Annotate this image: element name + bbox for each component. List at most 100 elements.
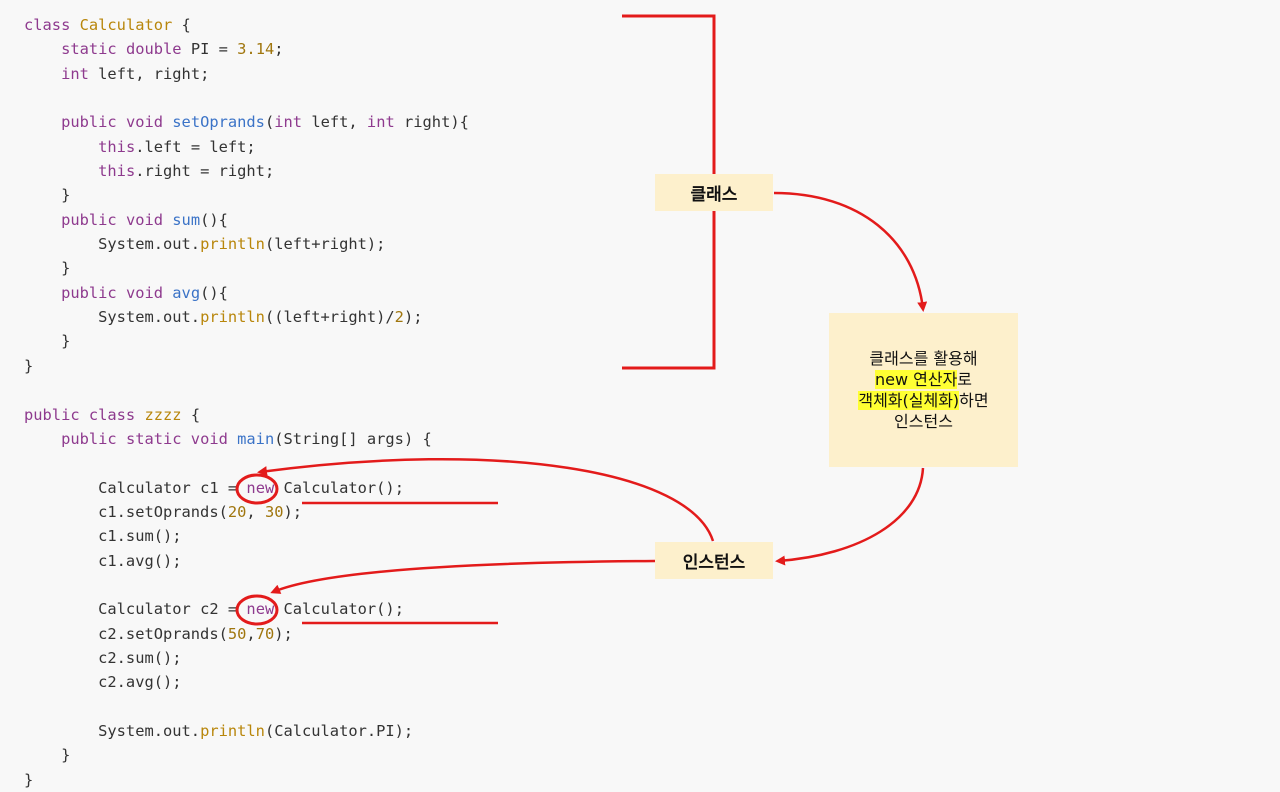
code-token: c2.sum(); xyxy=(24,648,182,667)
code-token: zzzz xyxy=(144,405,182,424)
code-token: c1 xyxy=(200,478,219,497)
code-token: = xyxy=(218,600,247,619)
code-line: class Calculator { xyxy=(24,13,469,37)
note-line-1: 클래스를 활용해 xyxy=(869,349,978,368)
code-line: public class zzzz { xyxy=(24,403,469,427)
code-token: this xyxy=(98,162,136,181)
code-token: ; xyxy=(274,40,284,59)
code-token: new xyxy=(246,478,275,497)
code-line: c1.avg(); xyxy=(24,549,469,573)
code-token: left, right; xyxy=(88,64,210,83)
code-token: ); xyxy=(283,502,303,521)
code-token: Calculator xyxy=(79,16,173,34)
code-token: } xyxy=(24,259,71,278)
code-token: 2 xyxy=(394,308,404,327)
code-token: public void xyxy=(61,113,173,132)
code-token: .left = left; xyxy=(135,137,256,156)
note-to-instance-arrow xyxy=(775,467,925,566)
instance-to-c2-arrow xyxy=(270,559,656,594)
code-line: } xyxy=(24,354,469,378)
code-token: System.out. xyxy=(24,721,201,740)
code-token: PI = xyxy=(181,40,238,59)
code-token: , xyxy=(246,624,256,643)
instance-to-c1-arrow xyxy=(257,457,715,542)
code-line: } xyxy=(24,256,469,280)
code-line: System.out.println(Calculator.PI); xyxy=(24,719,469,743)
code-token: ); xyxy=(274,624,293,643)
code-token: System.out. xyxy=(24,308,201,327)
code-token: ((left+right)/ xyxy=(264,308,395,327)
code-token: main xyxy=(237,429,275,448)
c1-circle xyxy=(235,473,279,505)
code-line: public static void main(String[] args) { xyxy=(24,427,469,451)
code-token: 30 xyxy=(264,502,284,521)
note-line-4: 인스턴스 xyxy=(894,412,953,431)
code-token: new xyxy=(246,600,275,619)
code-token: c1.avg(); xyxy=(24,551,182,570)
instance-label: 인스턴스 xyxy=(655,542,773,579)
code-line: public void setOprands(int left, int rig… xyxy=(24,110,469,134)
code-token: .right = right; xyxy=(135,162,275,181)
code-token: c1.sum(); xyxy=(24,527,182,546)
code-token: { xyxy=(181,405,201,424)
code-token: Calculator xyxy=(24,478,201,497)
code-line: this.right = right; xyxy=(24,159,469,183)
code-token: left, xyxy=(302,113,367,132)
code-token: ); xyxy=(403,308,423,327)
code-token: c2.avg(); xyxy=(24,673,182,692)
code-line: public void sum(){ xyxy=(24,208,469,232)
code-line: } xyxy=(24,183,469,207)
code-token: Calculator(); xyxy=(274,600,404,619)
code-line: c1.sum(); xyxy=(24,524,469,548)
code-token: 70 xyxy=(255,624,275,643)
code-token: c1.setOprands( xyxy=(24,502,228,521)
code-token: (Calculator.PI); xyxy=(264,721,414,740)
code-line: c2.sum(); xyxy=(24,646,469,670)
note-line-2: new 연산자로 xyxy=(874,369,973,390)
code-line: static double PI = 3.14; xyxy=(24,37,469,61)
code-token: = xyxy=(218,478,247,497)
code-token: Calculator xyxy=(24,600,201,619)
class-label: 클래스 xyxy=(655,174,773,211)
code-token: (left+right); xyxy=(264,235,386,254)
code-line: Calculator c2 = new Calculator(); xyxy=(24,597,469,621)
code-token: int xyxy=(366,113,395,132)
code-token: public static void xyxy=(61,429,238,448)
code-token: println xyxy=(200,235,265,254)
code-token: } xyxy=(24,332,71,351)
code-line: c1.setOprands(20, 30); xyxy=(24,500,469,524)
code-line: int left, right; xyxy=(24,62,469,86)
code-line: System.out.println(left+right); xyxy=(24,232,469,256)
code-line: } xyxy=(24,329,469,353)
code-token: (){ xyxy=(200,210,228,229)
code-token: , xyxy=(246,502,265,521)
note-line-2-rest: 로 xyxy=(957,370,973,389)
code-token: 20 xyxy=(227,502,247,521)
note-line-3-rest: 하면 xyxy=(959,391,989,410)
code-token: public void xyxy=(61,210,173,229)
code-token: this xyxy=(98,137,136,156)
note-highlight-instantiation: 객체화(실체화) xyxy=(858,391,960,410)
code-token: { xyxy=(172,16,191,34)
code-line: System.out.println((left+right)/2); xyxy=(24,305,469,329)
code-token: (String[] args) { xyxy=(274,429,432,448)
code-token: sum xyxy=(172,210,201,229)
code-token: public void xyxy=(61,283,173,302)
code-token: (){ xyxy=(200,283,228,302)
code-token: System.out. xyxy=(24,235,201,254)
class-to-note-arrow xyxy=(773,191,928,312)
code-token: ( xyxy=(264,113,275,132)
c2-circle xyxy=(235,594,279,626)
code-token: public class xyxy=(24,405,145,424)
code-token: 50 xyxy=(227,624,247,643)
code-token: 3.14 xyxy=(237,40,275,59)
code-token: avg xyxy=(172,283,201,302)
code-line: Calculator c1 = new Calculator(); xyxy=(24,476,469,500)
explanation-note: 클래스를 활용해 new 연산자로 객체화(실체화)하면 인스턴스 xyxy=(829,313,1018,467)
code-token: Calculator(); xyxy=(274,478,404,497)
code-line: this.left = left; xyxy=(24,135,469,159)
code-token: setOprands xyxy=(172,113,265,132)
code-token: } xyxy=(24,186,71,205)
code-token: } xyxy=(24,746,71,765)
